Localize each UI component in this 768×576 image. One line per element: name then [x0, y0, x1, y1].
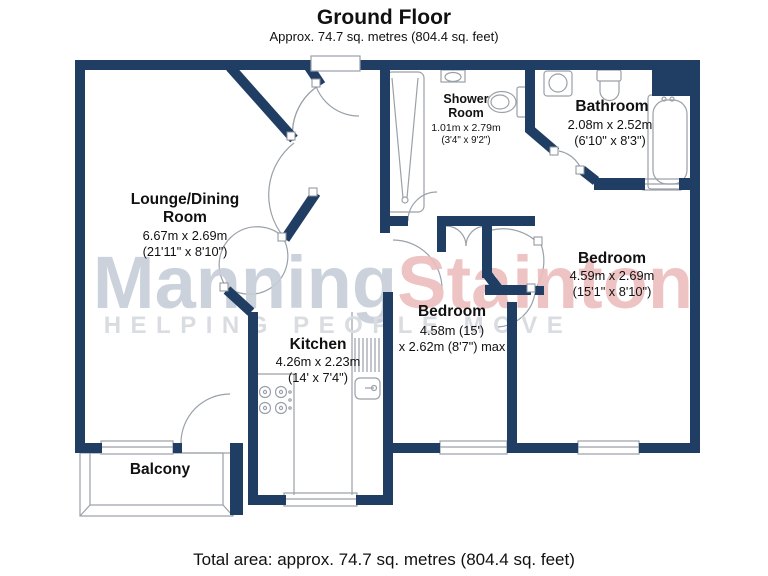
front-door-panel — [310, 55, 361, 72]
shower-tray-icon — [385, 71, 425, 213]
svg-text:(6'10" x 8'3"): (6'10" x 8'3") — [574, 133, 646, 148]
lounge-door-arc2 — [291, 85, 319, 142]
svg-text:6.67m x 2.69m: 6.67m x 2.69m — [143, 228, 228, 243]
balcony-door-arc — [180, 393, 231, 444]
page-title: Ground Floor — [317, 6, 451, 29]
svg-text:4.26m x 2.23m: 4.26m x 2.23m — [276, 354, 361, 369]
svg-text:(21'11" x 8'10"): (21'11" x 8'10") — [143, 244, 228, 259]
wall-balcony-side — [230, 443, 243, 515]
wall-top-right — [358, 60, 700, 70]
bedroom-middle-door-arc — [392, 239, 443, 290]
shower-door-arc — [407, 191, 438, 222]
balcony-window — [100, 440, 174, 455]
room-label-lounge: Lounge/Dining Room 6.67m x 2.69m (21'11"… — [131, 191, 239, 259]
room-label-bedroom-middle: Bedroom 4.58m (15') x 2.62m (8'7") max — [399, 303, 506, 354]
door-arcs — [180, 69, 584, 444]
room-label-bathroom: Bathroom 2.08m x 2.52m (6'10" x 8'3") — [568, 98, 653, 148]
total-area-text: Total area: approx. 74.7 sq. metres (804… — [193, 550, 575, 569]
wall-bedroom-divider — [507, 302, 517, 443]
jamb-caps — [219, 55, 585, 293]
walls-layer — [75, 60, 700, 515]
bedroom-right-window — [577, 440, 640, 455]
room-labels: Lounge/Dining Room 6.67m x 2.69m (21'11"… — [130, 92, 654, 478]
room-label-bedroom-right: Bedroom 4.59m x 2.69m (15'1" x 8'10") — [570, 250, 655, 299]
svg-text:4.59m x 2.69m: 4.59m x 2.69m — [570, 268, 655, 283]
watermark-tagline: HELPING PEOPLE MOVE — [104, 312, 573, 339]
svg-text:4.58m (15'): 4.58m (15') — [420, 323, 484, 338]
shower-sink-icon — [440, 69, 466, 83]
svg-text:Room: Room — [163, 209, 207, 226]
kitchen-window — [283, 492, 358, 507]
wall-hall-center — [482, 226, 492, 278]
svg-text:(14' x 7'4"): (14' x 7'4") — [288, 370, 348, 385]
bedroom-middle-door-arc2 — [496, 292, 536, 328]
kitchen-door-arc2 — [224, 235, 289, 295]
svg-text:(3'4" x 9'2"): (3'4" x 9'2") — [441, 135, 490, 146]
shower-toilet-icon — [487, 86, 529, 118]
kitchen-door-arc — [218, 226, 283, 286]
svg-text:(15'1" x 8'10"): (15'1" x 8'10") — [573, 284, 652, 299]
svg-text:Bathroom: Bathroom — [575, 98, 648, 115]
plan-header: Ground Floor Approx. 74.7 sq. metres (80… — [269, 6, 498, 44]
svg-text:Room: Room — [448, 106, 483, 120]
wall-top-left — [75, 60, 312, 70]
watermark: ManningStainton HELPING PEOPLE MOVE — [93, 241, 693, 339]
svg-text:Shower: Shower — [443, 92, 488, 106]
watermark-word2: Stainton — [397, 241, 693, 324]
svg-text:2.08m x 2.52m: 2.08m x 2.52m — [568, 117, 653, 132]
kitchen-counter — [258, 312, 380, 495]
wall-kitchen-left — [248, 312, 258, 505]
wall-kitchen-right — [383, 292, 393, 505]
wall-right — [690, 70, 700, 453]
svg-text:Bedroom: Bedroom — [418, 303, 486, 320]
page-subtitle: Approx. 74.7 sq. metres (804.4 sq. feet) — [269, 29, 498, 44]
svg-text:Bedroom: Bedroom — [578, 250, 646, 267]
bedroom-middle-window — [439, 440, 508, 455]
svg-text:Balcony: Balcony — [130, 461, 191, 478]
wall-lounge-diagonal — [226, 63, 298, 143]
wall-cupboard-stub — [437, 226, 446, 252]
svg-text:Lounge/Dining: Lounge/Dining — [131, 191, 239, 208]
wall-shower-bath-divider — [525, 70, 535, 132]
wall-kitchen-diagonal — [223, 286, 255, 316]
svg-text:x 2.62m (8'7") max: x 2.62m (8'7") max — [399, 339, 506, 354]
bedroom-right-door-arc — [535, 243, 545, 289]
room-label-balcony: Balcony — [130, 461, 191, 478]
wall-left — [75, 70, 85, 453]
kitchen-sink-icon — [354, 377, 381, 400]
svg-text:Kitchen: Kitchen — [290, 336, 347, 353]
bathtub-icon — [647, 94, 693, 190]
hall-passage-arc — [268, 142, 295, 237]
svg-text:1.01m x 2.79m: 1.01m x 2.79m — [431, 122, 501, 134]
hob-icon — [258, 385, 292, 415]
room-label-kitchen: Kitchen 4.26m x 2.23m (14' x 7'4") — [276, 336, 361, 385]
wall-hall-diagonal — [280, 190, 321, 242]
fixtures-layer — [79, 69, 693, 517]
svg-text:ManningStainton: ManningStainton — [93, 241, 693, 324]
bathroom-toilet-icon — [596, 69, 622, 102]
room-label-shower: Shower Room 1.01m x 2.79m (3'4" x 9'2") — [431, 92, 501, 146]
bathroom-sink-icon — [543, 70, 573, 97]
wall-shower-left — [380, 70, 390, 233]
